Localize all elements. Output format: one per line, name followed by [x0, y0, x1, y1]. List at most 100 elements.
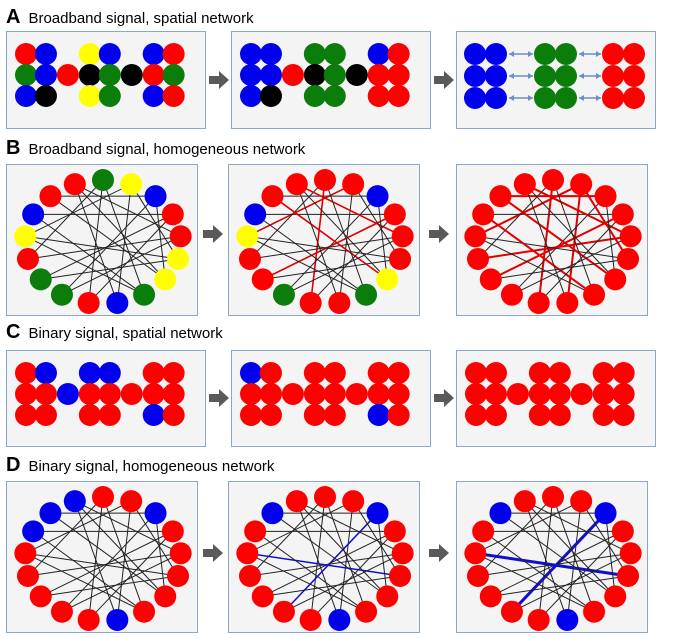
node — [34, 404, 57, 426]
node — [236, 542, 259, 565]
node — [240, 383, 262, 405]
edge — [102, 496, 145, 612]
node — [527, 608, 550, 631]
row-b-letter: B — [6, 137, 21, 159]
node — [120, 173, 143, 196]
node — [120, 64, 143, 86]
node — [387, 43, 410, 65]
node — [161, 203, 184, 226]
node — [323, 85, 346, 107]
edge — [74, 500, 181, 554]
node — [56, 383, 79, 405]
node — [366, 502, 389, 525]
node — [376, 585, 399, 608]
edge — [511, 235, 631, 296]
panel-a1 — [6, 31, 206, 129]
edge — [102, 179, 145, 295]
right-arrow-icon — [434, 71, 454, 89]
node — [592, 362, 615, 384]
node — [259, 43, 282, 65]
node — [142, 383, 165, 405]
edge — [32, 530, 145, 613]
node — [367, 383, 390, 405]
edge — [40, 258, 179, 280]
row-a-caption: Broadband signal, spatial network — [28, 10, 254, 27]
edge — [247, 235, 367, 296]
node — [144, 502, 167, 525]
double-arrow-icon — [579, 73, 601, 79]
node — [34, 85, 57, 107]
node — [15, 362, 37, 384]
node — [465, 404, 487, 426]
node — [604, 585, 627, 608]
row-c-letter: C — [6, 321, 21, 343]
edge — [296, 501, 340, 621]
node — [484, 362, 507, 384]
node — [15, 43, 37, 65]
double-arrow-icon — [579, 51, 601, 57]
edge — [475, 551, 629, 578]
node — [120, 490, 143, 513]
edge — [74, 501, 118, 621]
node — [261, 502, 284, 525]
node — [611, 520, 634, 543]
panel-c2 — [231, 350, 431, 447]
node — [464, 225, 487, 248]
node — [513, 490, 536, 513]
node — [542, 169, 564, 191]
row-d-caption: Binary signal, homogeneous network — [28, 458, 275, 475]
node — [485, 87, 507, 109]
node — [389, 247, 412, 270]
node — [142, 404, 165, 426]
node — [142, 64, 165, 86]
node — [500, 600, 523, 623]
edge — [40, 575, 179, 597]
node — [56, 64, 79, 86]
node — [98, 362, 121, 384]
node — [387, 85, 410, 107]
node — [604, 268, 627, 291]
double-arrow-icon — [509, 73, 533, 79]
edge — [130, 500, 179, 577]
node — [367, 64, 390, 86]
node — [29, 585, 52, 608]
node — [465, 362, 487, 384]
edge — [296, 183, 388, 280]
node — [623, 43, 645, 65]
node — [144, 185, 167, 208]
node — [594, 502, 617, 525]
node — [534, 43, 556, 65]
node — [387, 404, 410, 426]
edge — [511, 552, 631, 613]
edge — [475, 552, 595, 613]
node — [162, 43, 185, 65]
edge — [50, 512, 166, 597]
edge — [524, 500, 616, 597]
node — [583, 600, 606, 623]
edge — [524, 184, 568, 304]
edge — [538, 531, 624, 621]
node — [555, 87, 577, 109]
node — [299, 608, 322, 631]
node — [285, 173, 308, 196]
node — [162, 85, 185, 107]
node — [602, 65, 624, 87]
node — [355, 600, 378, 623]
node — [556, 608, 579, 631]
edge — [155, 513, 166, 597]
node — [14, 225, 37, 248]
edge — [25, 235, 179, 260]
edge — [247, 500, 354, 554]
node — [98, 64, 121, 86]
node — [34, 383, 57, 405]
node — [236, 225, 259, 248]
node — [342, 173, 365, 196]
node — [314, 486, 336, 508]
panel-d2 — [228, 481, 420, 633]
node — [78, 85, 101, 107]
right-arrow-icon — [434, 389, 454, 407]
edge — [61, 235, 181, 296]
node — [240, 43, 262, 65]
edge — [283, 552, 403, 613]
node — [162, 64, 185, 86]
